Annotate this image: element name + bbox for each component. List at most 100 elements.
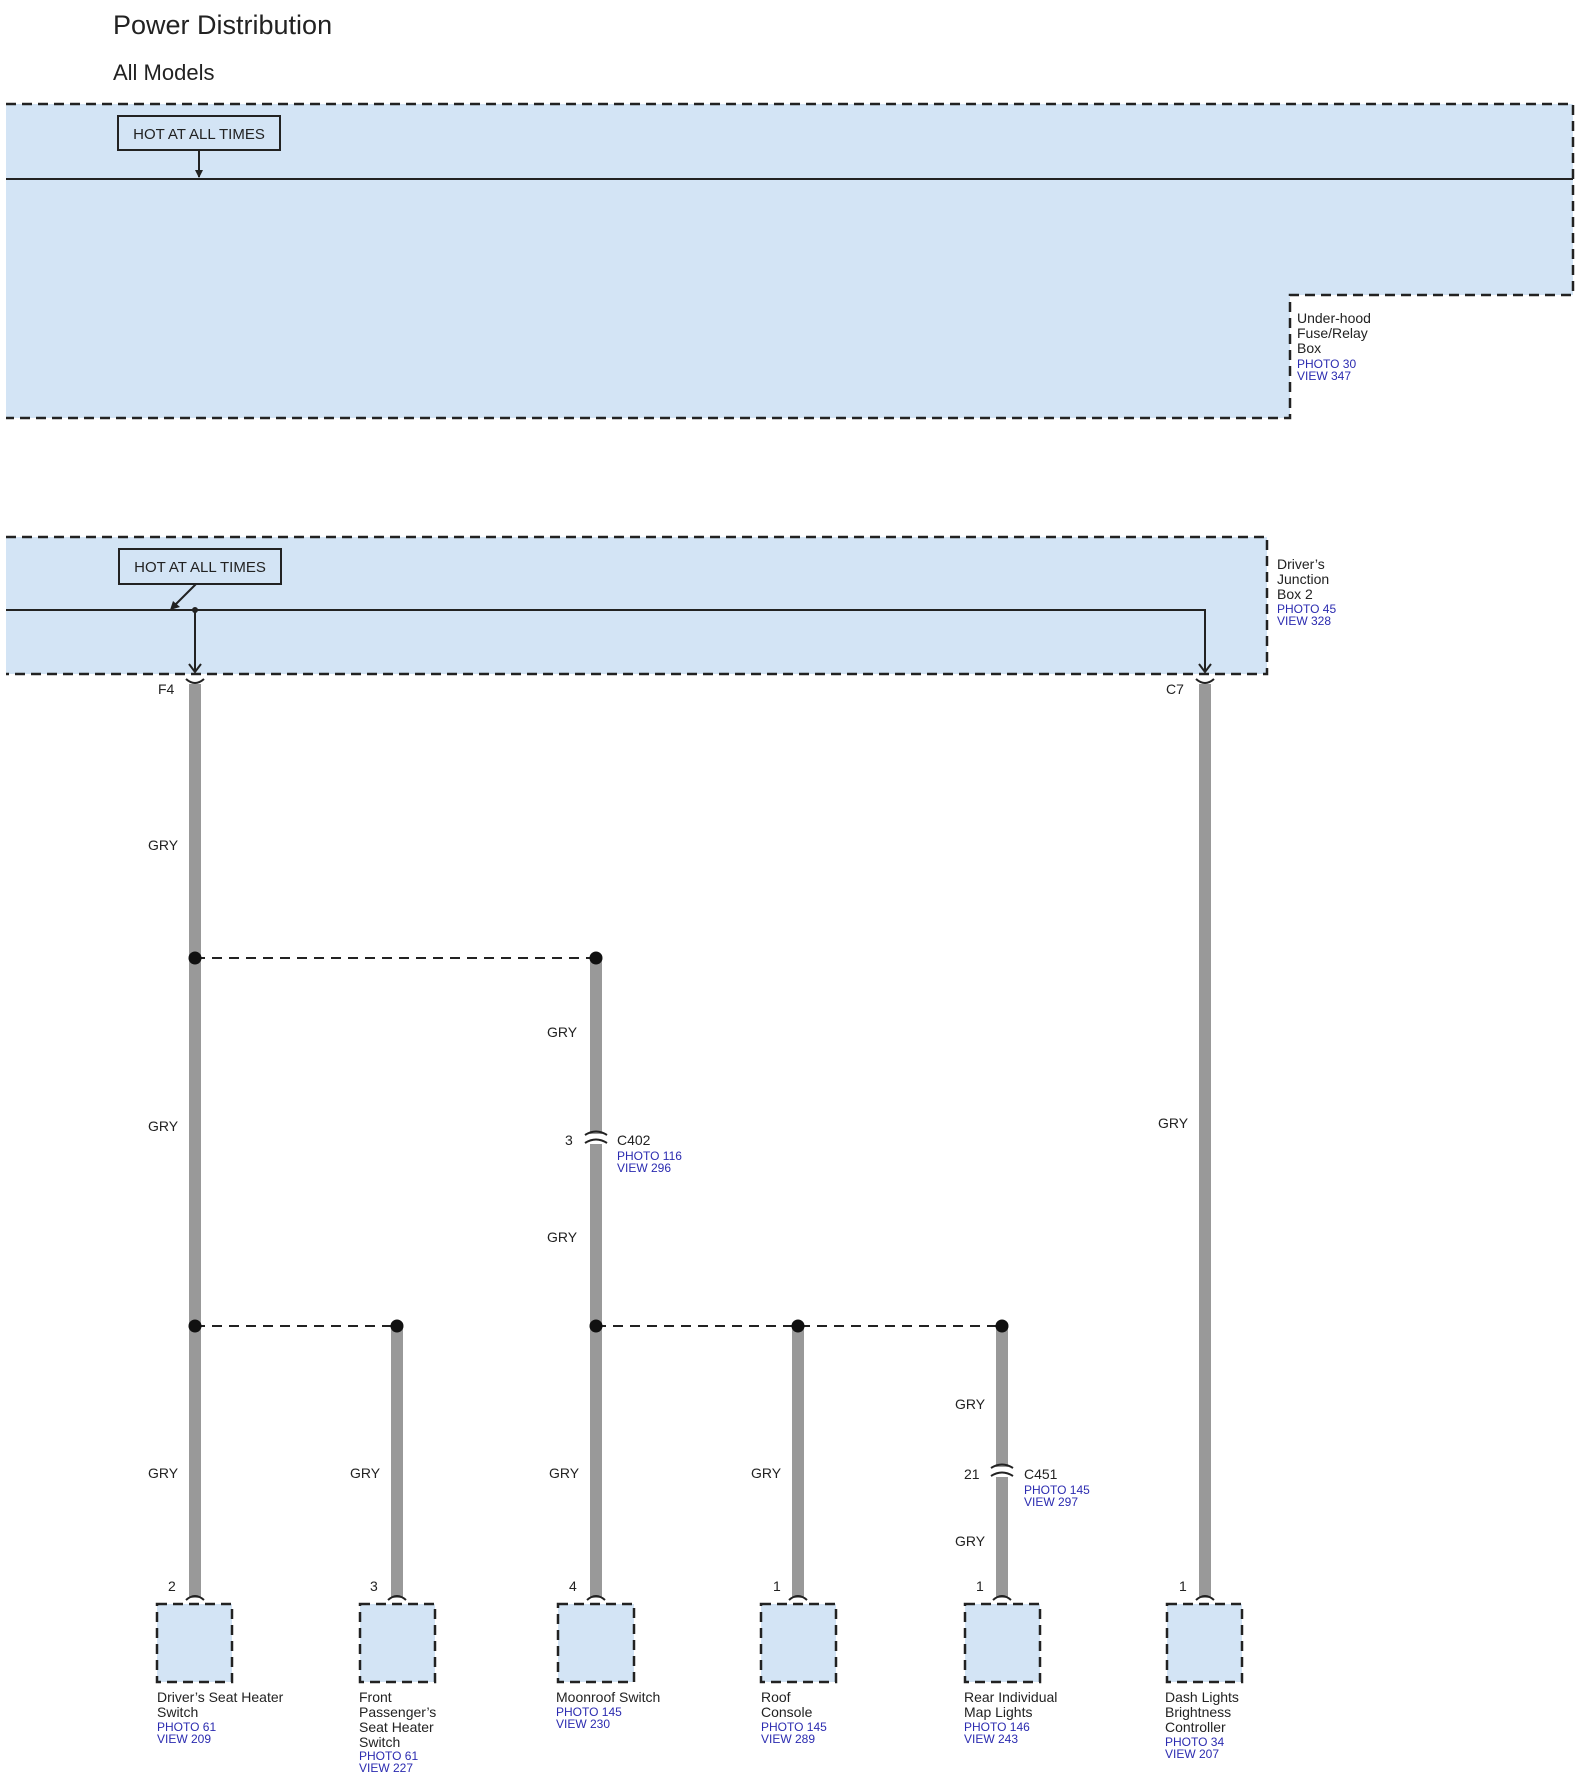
bus-node: [192, 607, 198, 613]
component-terminal-mark: [586, 1595, 606, 1601]
connector-c402-mark-top: [584, 1130, 608, 1136]
splice-point: [390, 1319, 404, 1333]
connector-c451-name: C451: [1024, 1466, 1058, 1482]
connector-c451-mark-top: [990, 1463, 1014, 1469]
wire-color-label: GRY: [751, 1465, 782, 1481]
component-photo-ref: PHOTO 61: [157, 1720, 216, 1734]
underhood-fuse-box: [6, 102, 1575, 420]
c7-arrowhead: [1198, 663, 1212, 674]
wire-color-label: GRY: [148, 837, 179, 853]
component-photo-ref: PHOTO 145: [761, 1720, 827, 1734]
terminal-c7: C7: [1166, 681, 1184, 697]
component-photo-ref: PHOTO 34: [1165, 1735, 1224, 1749]
wire-color-label: GRY: [955, 1533, 986, 1549]
underhood-name-line-2: Fuse/Relay: [1297, 325, 1368, 341]
f4-terminal-mark: [185, 678, 205, 684]
component-moonroof-switch: 4 Moonroof Switch PHOTO 145 VIEW 230: [556, 1578, 660, 1731]
hot-label-2: HOT AT ALL TIMES: [134, 559, 266, 576]
component-box: [963, 1602, 1042, 1684]
connector-c402-mark-bottom: [584, 1138, 608, 1144]
component-name-line-2: Console: [761, 1704, 813, 1720]
junction-name-line-2: Junction: [1277, 571, 1329, 587]
connector-c451-mark-bottom: [990, 1471, 1014, 1477]
underhood-view-ref: VIEW 347: [1297, 369, 1351, 383]
c7-terminal-mark: [1195, 678, 1215, 684]
wire-color-label: GRY: [547, 1024, 578, 1040]
junction-view-ref: VIEW 328: [1277, 614, 1331, 628]
drivers-junction-box: [6, 535, 1269, 676]
hot-arrowhead-2: [170, 601, 180, 610]
f4-arrowhead: [188, 663, 202, 674]
wire-color-label: GRY: [148, 1118, 179, 1134]
component-pin: 4: [569, 1578, 577, 1594]
component-photo-ref: PHOTO 146: [964, 1720, 1030, 1734]
component-photo-ref: PHOTO 145: [556, 1705, 622, 1719]
splice-point: [188, 1319, 202, 1333]
component-name-line-2: Passenger’s: [359, 1704, 436, 1720]
component-name-line-2: Map Lights: [964, 1704, 1032, 1720]
wire-color-label: GRY: [1158, 1115, 1189, 1131]
hot-label-1: HOT AT ALL TIMES: [133, 126, 265, 143]
junction-bus-line: [6, 609, 1206, 672]
component-terminal-mark: [387, 1595, 407, 1601]
wire-color-label: GRY: [955, 1396, 986, 1412]
component-name-line-3: Controller: [1165, 1719, 1226, 1735]
component-box: [358, 1602, 437, 1684]
component-name-line-1: Dash Lights: [1165, 1689, 1239, 1705]
wire-color-label: GRY: [549, 1465, 580, 1481]
splice-point: [589, 951, 603, 965]
page-title: Power Distribution: [113, 10, 332, 40]
component-name-line-4: Switch: [359, 1734, 400, 1750]
junction-name-line-3: Box 2: [1277, 586, 1313, 602]
connector-c402-view: VIEW 296: [617, 1161, 671, 1175]
component-terminal-mark: [992, 1595, 1012, 1601]
component-name-line-1: Roof: [761, 1689, 791, 1705]
junction-photo-ref: PHOTO 45: [1277, 602, 1336, 616]
connector-c451-pin: 21: [964, 1466, 980, 1482]
component-view-ref: VIEW 243: [964, 1732, 1018, 1746]
component-view-ref: VIEW 289: [761, 1732, 815, 1746]
component-photo-ref: PHOTO 61: [359, 1749, 418, 1763]
underhood-box-label: Under-hood Fuse/Relay Box PHOTO 30 VIEW …: [1297, 310, 1371, 383]
terminal-f4: F4: [158, 681, 175, 697]
component-roof-console: 1 Roof Console PHOTO 145 VIEW 289: [759, 1578, 838, 1746]
component-name-line-1: Front: [359, 1689, 392, 1705]
component-view-ref: VIEW 230: [556, 1717, 610, 1731]
component-terminal-mark: [185, 1595, 205, 1601]
wire-color-label: GRY: [148, 1465, 179, 1481]
connector-c451: 21 C451 PHOTO 145 VIEW 297: [964, 1463, 1090, 1509]
component-pin: 1: [1179, 1578, 1187, 1594]
component-terminal-mark: [788, 1595, 808, 1601]
component-drivers-seat-heater-switch: 2 Driver’s Seat Heater Switch PHOTO 61 V…: [155, 1578, 284, 1746]
component-name-line-2: Switch: [157, 1704, 198, 1720]
connector-c402: 3 C402 PHOTO 116 VIEW 296: [565, 1130, 682, 1175]
connector-c451-photo: PHOTO 145: [1024, 1483, 1090, 1497]
component-name-line-2: Brightness: [1165, 1704, 1231, 1720]
component-view-ref: VIEW 207: [1165, 1747, 1219, 1761]
component-name-line-1: Driver’s Seat Heater: [157, 1689, 284, 1705]
component-name-line-1: Rear Individual: [964, 1689, 1057, 1705]
component-box: [759, 1602, 838, 1684]
junction-box-label: Driver’s Junction Box 2 PHOTO 45 VIEW 32…: [1277, 556, 1336, 628]
hot-label-box-1: [117, 115, 281, 151]
component-name-line-3: Seat Heater: [359, 1719, 434, 1735]
component-name-line-1: Moonroof Switch: [556, 1689, 660, 1705]
hot-arrowhead-1: [195, 170, 203, 178]
underhood-photo-ref: PHOTO 30: [1297, 357, 1356, 371]
component-front-passenger-seat-heater-switch: 3 Front Passenger’s Seat Heater Switch P…: [358, 1578, 437, 1775]
component-pin: 3: [370, 1578, 378, 1594]
underhood-name-line-3: Box: [1297, 340, 1321, 356]
component-pin: 1: [976, 1578, 984, 1594]
splice-point: [188, 951, 202, 965]
component-pin: 1: [773, 1578, 781, 1594]
page-subtitle: All Models: [113, 60, 214, 85]
junction-name-line-1: Driver’s: [1277, 556, 1325, 572]
component-pin: 2: [168, 1578, 176, 1594]
component-box: [155, 1602, 234, 1684]
component-terminal-mark: [1195, 1595, 1215, 1601]
connector-c402-name: C402: [617, 1132, 651, 1148]
splice-point: [589, 1319, 603, 1333]
component-box: [1165, 1602, 1244, 1684]
connector-c451-view: VIEW 297: [1024, 1495, 1078, 1509]
